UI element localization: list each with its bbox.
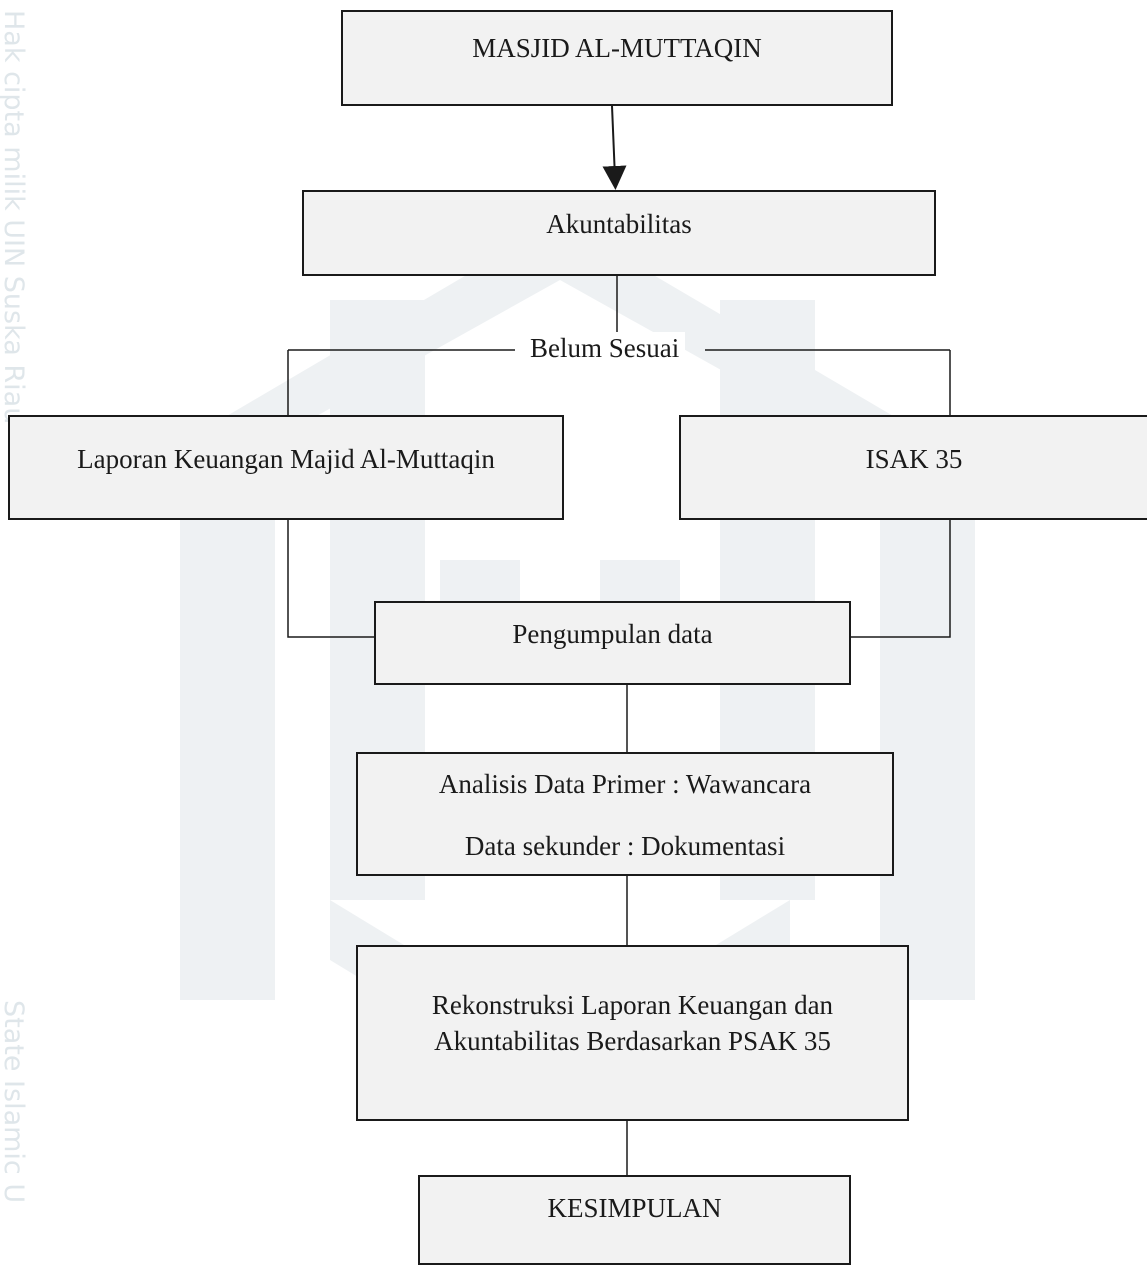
node-akuntabilitas: Akuntabilitas	[302, 190, 936, 276]
edge-label-belum-sesuai: Belum Sesuai	[524, 332, 686, 364]
node-analisis: Analisis Data Primer : Wawancara Data se…	[356, 752, 894, 876]
node-analisis-line1: Analisis Data Primer : Wawancara	[438, 769, 812, 799]
node-rekonstruksi-line1: Rekonstruksi Laporan Keuangan dan	[431, 990, 834, 1020]
node-akuntabilitas-label: Akuntabilitas	[546, 209, 692, 239]
node-laporan: Laporan Keuangan Majid Al-Muttaqin	[8, 415, 564, 520]
node-masjid-label: MASJID AL-MUTTAQIN	[472, 33, 762, 63]
node-pengumpulan-label: Pengumpulan data	[512, 619, 713, 649]
line-laporan-to-pengumpulan	[287, 520, 374, 638]
node-rekonstruksi: Rekonstruksi Laporan Keuangan dan Akunta…	[356, 945, 909, 1121]
node-analisis-line2: Data sekunder : Dokumentasi	[464, 831, 786, 861]
watermark-side-text-1: Hak cipta milik UIN Suska Riau	[0, 10, 29, 425]
line-isak-to-pengumpulan	[851, 520, 951, 638]
node-isak-label: ISAK 35	[865, 444, 963, 474]
watermark-side-text-2: State Islamic U	[0, 1000, 29, 1204]
node-kesimpulan-label: KESIMPULAN	[547, 1193, 722, 1223]
node-laporan-label: Laporan Keuangan Majid Al-Muttaqin	[77, 444, 495, 474]
watermark-side-text: Hak cipta milik UIN Suska Riau State Isl…	[0, 0, 29, 1246]
arrow-masjid-to-akuntabilitas	[602, 105, 627, 190]
node-masjid: MASJID AL-MUTTAQIN	[341, 10, 893, 106]
node-rekonstruksi-line2: Akuntabilitas Berdasarkan PSAK 35	[434, 1026, 831, 1056]
node-kesimpulan: KESIMPULAN	[418, 1175, 851, 1265]
node-pengumpulan: Pengumpulan data	[374, 601, 851, 685]
node-isak: ISAK 35	[679, 415, 1147, 520]
